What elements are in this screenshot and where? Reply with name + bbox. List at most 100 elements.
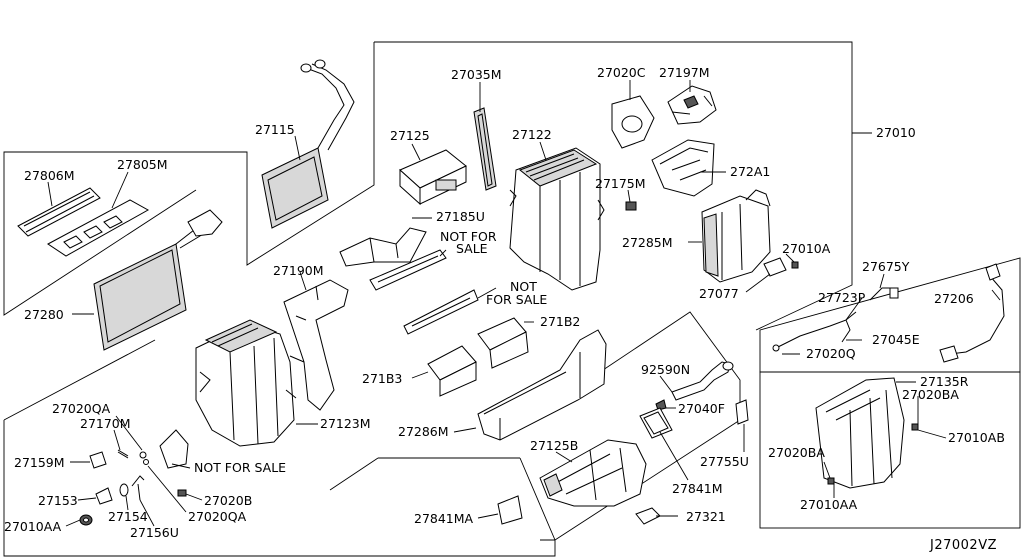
label-27135R: 27135R [920, 374, 969, 389]
harness-27206-part [939, 263, 1005, 363]
label-27020BA-right: 27020BA [902, 387, 959, 402]
clip-27175M-part [625, 201, 637, 211]
duct-27285M-part [701, 189, 771, 283]
hardware-27020QA-part [139, 451, 149, 465]
label-27841MA: 27841MA [414, 511, 474, 526]
label-nfs1-line2: SALE [456, 241, 488, 256]
label-27010AA-right: 27010AA [800, 497, 858, 512]
label-27077: 27077 [699, 286, 739, 301]
label-271B3: 271B3 [362, 371, 402, 386]
lower-case-27123M-part [195, 319, 297, 447]
hardware-27170M-part [117, 449, 129, 459]
seal-27185U-part [339, 227, 427, 267]
label-27040F: 27040F [678, 401, 725, 416]
border-lower-mid [554, 311, 741, 541]
label-nfs1-line1: NOT FOR [440, 229, 497, 244]
label-27156U: 27156U [130, 525, 179, 540]
label-27170M: 27170M [80, 416, 131, 431]
label-27154: 27154 [108, 509, 148, 524]
filter-27806M-part [17, 187, 101, 237]
label-27841M: 27841M [672, 481, 723, 496]
label-27035M: 27035M [451, 67, 502, 82]
label-27321: 27321 [686, 509, 726, 524]
group-borders [3, 41, 1021, 557]
leader-lines [47, 80, 1001, 527]
label-27197M: 27197M [659, 65, 710, 80]
harness-27723P-part [772, 311, 857, 352]
filter-27841MA-part [497, 495, 523, 525]
label-27045E: 27045E [872, 332, 920, 347]
label-27020C: 27020C [597, 65, 646, 80]
label-27115: 27115 [255, 122, 295, 137]
label-27159M: 27159M [14, 455, 65, 470]
label-27020B: 27020B [204, 493, 252, 508]
pipe-92590N-part [671, 361, 734, 401]
label-27190M: 27190M [273, 263, 324, 278]
hardware-27153-part [95, 487, 113, 505]
hardware-27020BA-2-part [827, 477, 835, 485]
label-27020BA-lower: 27020BA [768, 445, 825, 460]
label-271B2: 271B2 [540, 314, 580, 329]
border-lower-center [3, 339, 556, 541]
hardware-27156U-part [131, 475, 145, 501]
label-27123M: 27123M [320, 416, 371, 431]
label-nfs2-line1: NOT [510, 279, 537, 294]
label-nfs2-line2: FOR SALE [486, 292, 547, 307]
hardware-27159M-part [89, 451, 107, 469]
duct-27190M-part [283, 279, 349, 411]
hardware-27154-part [119, 483, 129, 497]
label-27185U: 27185U [436, 209, 485, 224]
duct-27125B-part [539, 439, 647, 507]
border-main-case [374, 41, 853, 331]
seal-nfs1-part [369, 249, 447, 291]
label-27010AA-left: 27010AA [4, 519, 62, 534]
label-27122: 27122 [512, 127, 552, 142]
label-27723P: 27723P [818, 290, 866, 305]
gasket-27020C-part [611, 95, 655, 149]
label-27175M: 27175M [595, 176, 646, 191]
label-27010: 27010 [876, 125, 916, 140]
filter-27805M-part [47, 199, 150, 257]
border-right-box [759, 257, 1021, 373]
label-27285M: 27285M [622, 235, 673, 250]
label-27280: 27280 [24, 307, 64, 322]
hardware-27010AA-part [79, 514, 93, 526]
label-27020QA-top: 27020QA [52, 401, 111, 416]
seal-nfs2-part [403, 289, 479, 335]
label-27010A: 27010A [782, 241, 831, 256]
case-27135R-part [815, 377, 905, 489]
label-27675Y: 27675Y [862, 259, 910, 274]
label-27125: 27125 [390, 128, 430, 143]
filter-27841M-part [639, 407, 673, 439]
border-right-lower-box [759, 371, 1021, 529]
duct-27286M-part [477, 329, 607, 441]
parts [17, 59, 1005, 526]
filter-27035M-part [473, 107, 497, 191]
label-nfs3: NOT FOR SALE [194, 460, 286, 475]
label-27805M: 27805M [117, 157, 168, 172]
bracket-27125-part [399, 149, 467, 206]
upper-case-27122-part [509, 147, 605, 291]
actuator-27197M-part [667, 85, 717, 125]
diagram-code: J27002VZ [929, 538, 997, 553]
part-labels: 27035M 27020C 27197M 27115 27125 27122 2… [4, 65, 1005, 553]
border-lower-left [3, 420, 556, 557]
label-27010AB: 27010AB [948, 430, 1005, 445]
disc-nfs3-part [159, 429, 189, 469]
label-27125B: 27125B [530, 438, 578, 453]
evaporator-27280-part [93, 209, 223, 351]
sensor-27675Y-part [869, 287, 899, 301]
label-92590N: 92590N [641, 362, 690, 377]
hardware-27020B-part [177, 489, 187, 497]
label-27206: 27206 [934, 291, 974, 306]
label-27020Q: 27020Q [806, 346, 856, 361]
hardware-27020BA-part [911, 423, 919, 431]
label-27806M: 27806M [24, 168, 75, 183]
label-27755U: 27755U [700, 454, 749, 469]
heater-core-part [261, 59, 355, 229]
border-main-case-left [3, 42, 375, 316]
seal-271B3-part [427, 345, 477, 397]
label-27286M: 27286M [398, 424, 449, 439]
seal-271B2-part [477, 317, 529, 369]
